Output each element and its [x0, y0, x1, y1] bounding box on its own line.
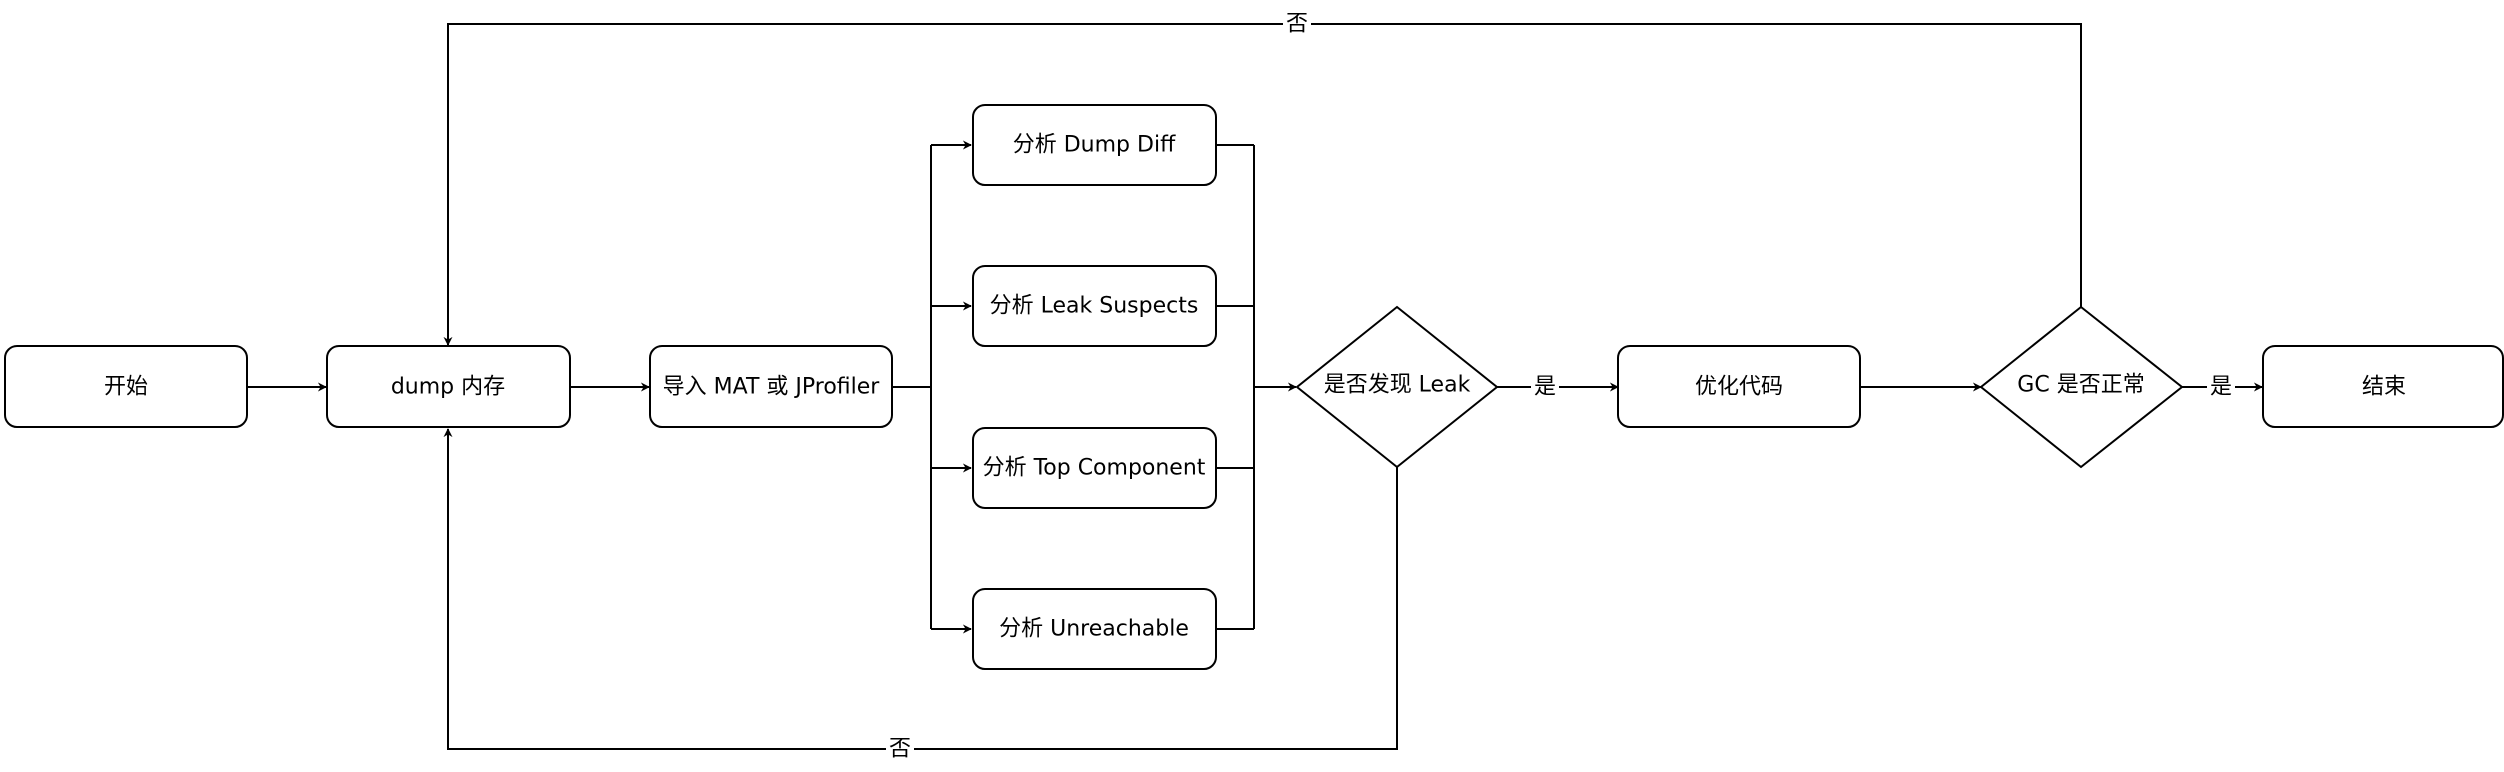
edge-labels: 是 否 是 否	[886, 10, 2235, 763]
gc-yes-label: 是	[2210, 375, 2232, 400]
leak-yes-label: 是	[1534, 375, 1556, 400]
node-unreachable: 分析 Unreachable	[972, 588, 1217, 670]
node-start: 开始	[4, 345, 248, 428]
node-import-label: 导入 MAT 或 JProfiler	[663, 375, 881, 400]
node-dump-label: dump 内存	[391, 375, 505, 400]
node-dump-diff-label: 分析 Dump Diff	[1013, 133, 1176, 158]
node-leak-suspects: 分析 Leak Suspects	[972, 265, 1217, 347]
node-leak-decision-label: 是否发现 Leak	[1324, 373, 1471, 398]
node-gc-decision: GC 是否正常	[1979, 305, 2184, 469]
edge-gc-no-to-dump	[443, 23, 2082, 346]
node-end-label: 结束	[2362, 375, 2406, 400]
node-optimize: 优化代码	[1617, 345, 1861, 428]
node-dump-diff: 分析 Dump Diff	[972, 104, 1217, 186]
node-start-label: 开始	[104, 375, 148, 400]
node-gc-decision-label: GC 是否正常	[2017, 373, 2144, 398]
node-unreachable-label: 分析 Unreachable	[999, 617, 1189, 642]
leak-no-label: 否	[889, 737, 911, 762]
node-leak-decision: 是否发现 Leak	[1295, 305, 1499, 469]
edge-leak-no-to-dump	[443, 428, 1398, 750]
node-optimize-label: 优化代码	[1695, 375, 1783, 400]
node-top-component-label: 分析 Top Component	[983, 456, 1206, 481]
node-dump: dump 内存	[326, 345, 571, 428]
node-top-component: 分析 Top Component	[972, 427, 1217, 509]
node-leak-suspects-label: 分析 Leak Suspects	[990, 294, 1199, 319]
gc-no-label: 否	[1286, 12, 1308, 37]
node-end: 结束	[2262, 345, 2504, 428]
node-import: 导入 MAT 或 JProfiler	[649, 345, 893, 428]
